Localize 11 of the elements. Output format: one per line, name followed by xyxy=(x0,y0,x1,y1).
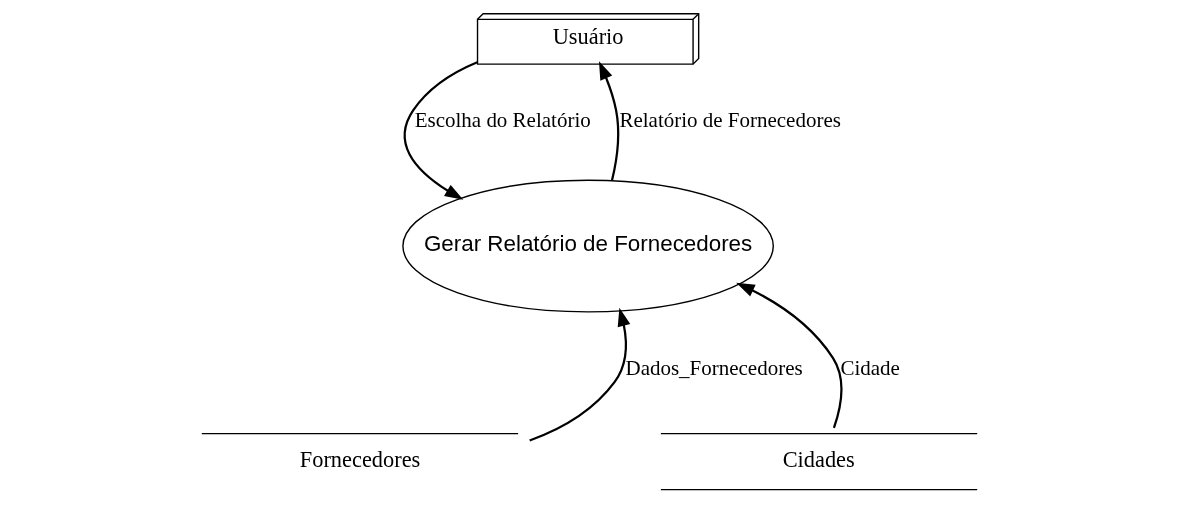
node-ellipse: Gerar Relatório de Fornecedores xyxy=(401,179,774,313)
edge-label: Dados_Fornecedores xyxy=(624,355,803,380)
node-text: Fornecedores xyxy=(299,446,420,472)
edge-label: Escolha do Relatório xyxy=(414,108,591,133)
edge-label: Cidade xyxy=(839,355,900,380)
arrow xyxy=(403,61,478,200)
arrow xyxy=(598,61,619,181)
edge-label: Relatório de Fornecedores xyxy=(618,108,841,133)
arrow xyxy=(528,307,630,442)
node-text: Cidades xyxy=(782,446,855,472)
arrow xyxy=(735,282,842,429)
